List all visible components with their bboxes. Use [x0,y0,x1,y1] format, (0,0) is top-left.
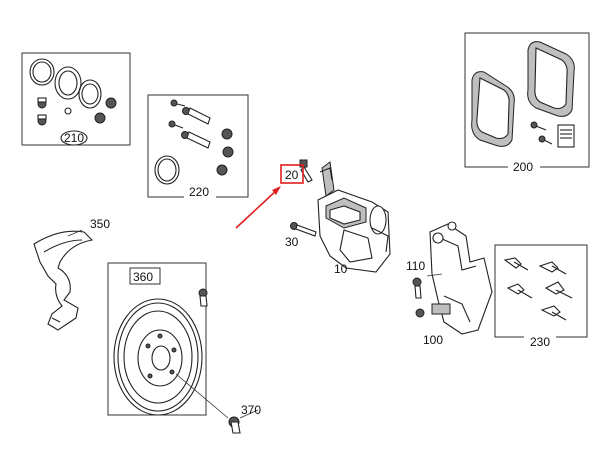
part-group-220[interactable] [147,94,249,198]
callout-350: 350 [90,217,110,231]
part-caliper-10[interactable] [317,161,391,273]
callout-110: 110 [406,259,425,273]
part-wheel-bolt-370[interactable] [175,373,259,434]
callout-210: 210 [64,131,84,145]
part-bleed-screw-20[interactable] [299,159,313,183]
callout-230: 230 [530,335,550,349]
highlight-box-20 [280,164,304,184]
callout-20[interactable]: 20 [285,168,299,182]
callout-10: 10 [334,262,348,276]
part-brake-disc-360[interactable] [107,262,208,416]
callout-360: 360 [133,270,153,284]
part-group-230[interactable] [494,244,588,348]
callout-30: 30 [285,235,299,249]
callout-100: 100 [423,333,443,347]
part-group-200[interactable] [464,32,590,172]
part-caliper-carrier-100[interactable] [426,221,493,335]
part-splash-shield-350[interactable] [33,229,94,331]
highlight-arrow [235,186,281,229]
part-bolt-30[interactable] [290,222,317,237]
callout-370: 370 [241,403,261,417]
part-group-210[interactable] [21,52,131,146]
part-bolt-110[interactable] [412,277,425,318]
callout-200: 200 [513,160,533,174]
callout-220: 220 [189,185,209,199]
